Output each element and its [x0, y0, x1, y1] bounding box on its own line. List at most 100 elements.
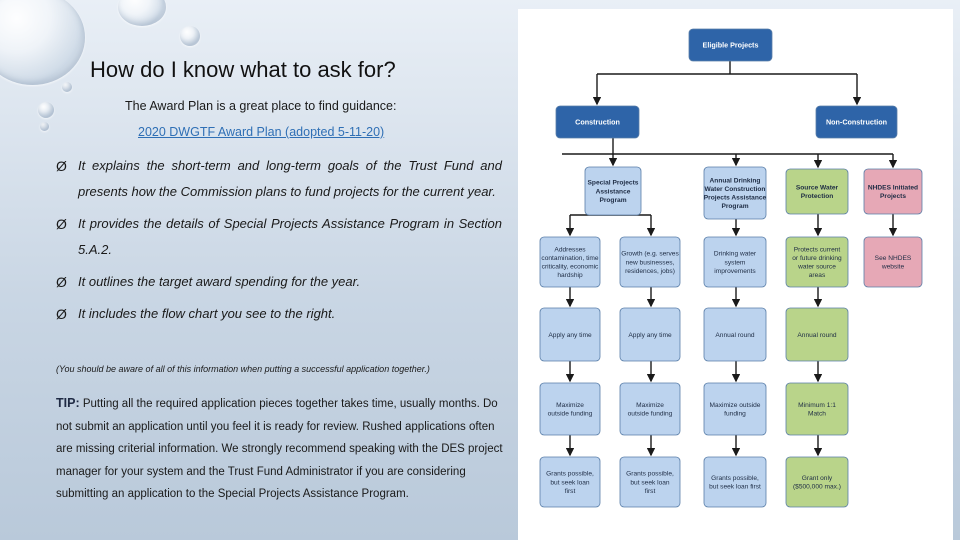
timing-node-label: Apply any time: [548, 332, 592, 339]
criteria-node-label: residences, jobs): [625, 268, 675, 275]
grant-node-label: first: [645, 488, 656, 495]
nhdes-initiated-node-label: NHDES Initiated: [868, 185, 918, 192]
criteria-node-label: Protects current: [794, 246, 841, 253]
annual-program-node-label: Program: [721, 203, 748, 210]
bullet-item: Ø It explains the short-term and long-te…: [56, 153, 502, 205]
timing-node-label: Annual round: [797, 332, 837, 339]
bullet-item: Ø It includes the flow chart you see to …: [56, 301, 502, 327]
annual-program-node-label: Projects Assistance: [704, 195, 767, 202]
non-construction-node-label: Non-Construction: [826, 117, 887, 126]
water-drop-decoration: [180, 26, 200, 46]
criteria-node-label: system: [725, 259, 746, 266]
funding-node: Maximize outside funding: [703, 382, 767, 436]
non-construction-node: Non-Construction: [815, 105, 898, 139]
criteria-node-label: website: [881, 264, 905, 271]
tip-label: TIP:: [56, 396, 80, 410]
funding-node-label: Maximize: [556, 402, 584, 409]
criteria-node-label: hardship: [557, 272, 583, 279]
construction-node-label: Construction: [575, 117, 620, 126]
arrow-bullet-icon: Ø: [56, 274, 67, 290]
grant-node-label: but seek loan first: [709, 484, 761, 491]
grant-node: Grants possible, but seek loan first: [703, 456, 767, 508]
slide-title: How do I know what to ask for?: [90, 57, 396, 82]
bullet-item: Ø It outlines the target award spending …: [56, 269, 502, 295]
award-plan-link[interactable]: 2020 DWGTF Award Plan (adopted 5-11-20): [138, 125, 385, 139]
grant-node-label: Grant only: [802, 475, 833, 482]
timing-node: Apply any time: [539, 307, 601, 362]
tip-text: Putting all the required application pie…: [56, 398, 503, 500]
funding-node-label: funding: [724, 411, 746, 418]
funding-node-label: outside funding: [548, 411, 593, 418]
eligible-projects-node-label: Eligible Projects: [703, 40, 759, 49]
funding-node: Maximize outside funding: [539, 382, 601, 436]
special-projects-node-label: Program: [599, 197, 626, 204]
grant-node: Grants possible,but seek loan first: [619, 456, 681, 508]
source-water-node-label: Protection: [801, 193, 834, 200]
water-drop-decoration: [40, 122, 49, 131]
funding-node-label: Maximize outside: [710, 402, 761, 409]
funding-node-label: Minimum 1:1: [798, 402, 836, 409]
criteria-node: Protects current or future drinking water …: [785, 236, 849, 288]
criteria-node: See NHDES website: [863, 236, 923, 288]
grant-node: Grant only ($500,000 max.): [785, 456, 849, 508]
construction-node: Construction: [555, 105, 640, 139]
bullet-list: Ø It explains the short-term and long-te…: [56, 153, 502, 333]
criteria-node-label: See NHDES: [875, 255, 912, 262]
criteria-node-label: Growth (e.g. serves: [621, 251, 679, 258]
arrow-bullet-icon: Ø: [56, 158, 67, 174]
criteria-node-label: Addresses: [554, 246, 586, 253]
awareness-note: (You should be aware of all of this info…: [56, 364, 430, 374]
criteria-node-label: new businesses,: [626, 259, 675, 266]
criteria-node: Addresses contamination, time criticality,…: [539, 236, 601, 288]
grant-node-label: but seek loan: [550, 479, 590, 486]
timing-node: Annual round: [703, 307, 767, 362]
grant-node-label: first: [565, 488, 576, 495]
water-drop-decoration: [38, 102, 54, 118]
grant-node-label: Grants possible,: [711, 475, 759, 482]
grant-node-label: but seek loan: [630, 479, 670, 486]
tip-paragraph: TIP: Putting all the required applicatio…: [56, 392, 504, 506]
special-projects-node-label: Assistance: [596, 188, 631, 195]
funding-node-label: Match: [808, 411, 826, 418]
criteria-node-label: or future drinking: [792, 255, 842, 262]
grant-node-label: Grants possible,: [626, 471, 674, 478]
nhdes-initiated-node-label: Projects: [880, 193, 906, 200]
bullet-item: Ø It provides the details of Special Pro…: [56, 211, 502, 263]
timing-node: Annual round: [785, 307, 849, 362]
source-water-node-label: Source Water: [796, 185, 839, 192]
special-projects-node-label: Special Projects: [588, 180, 639, 187]
intro-text: The Award Plan is a great place to find …: [125, 99, 397, 113]
criteria-node-label: criticality, economic: [542, 264, 599, 271]
grant-node: Grants possible,but seek loan first: [539, 456, 601, 508]
water-drop-decoration: [0, 0, 85, 85]
criteria-node-label: improvements: [714, 268, 756, 275]
timing-node: Apply any time: [619, 307, 681, 362]
water-drop-decoration: [118, 0, 166, 26]
arrow-bullet-icon: Ø: [56, 216, 67, 232]
criteria-node-label: water source: [797, 264, 836, 271]
water-drop-decoration: [62, 82, 72, 92]
grant-node-label: Grants possible,: [546, 471, 594, 478]
eligible-projects-node: Eligible Projects: [688, 28, 773, 62]
timing-node-label: Annual round: [715, 332, 755, 339]
criteria-node-label: Drinking water: [714, 251, 757, 258]
funding-node: Maximize outside funding: [619, 382, 681, 436]
annual-program-node-label: Water Construction: [705, 186, 766, 193]
arrow-bullet-icon: Ø: [56, 306, 67, 322]
timing-node-label: Apply any time: [628, 332, 672, 339]
criteria-node-label: contamination, time: [541, 255, 599, 262]
funding-node-label: Maximize: [636, 402, 664, 409]
criteria-node-label: areas: [809, 272, 826, 279]
funding-node-label: outside funding: [628, 411, 673, 418]
annual-program-node-label: Annual Drinking: [710, 177, 761, 184]
grant-node-label: ($500,000 max.): [793, 484, 841, 491]
